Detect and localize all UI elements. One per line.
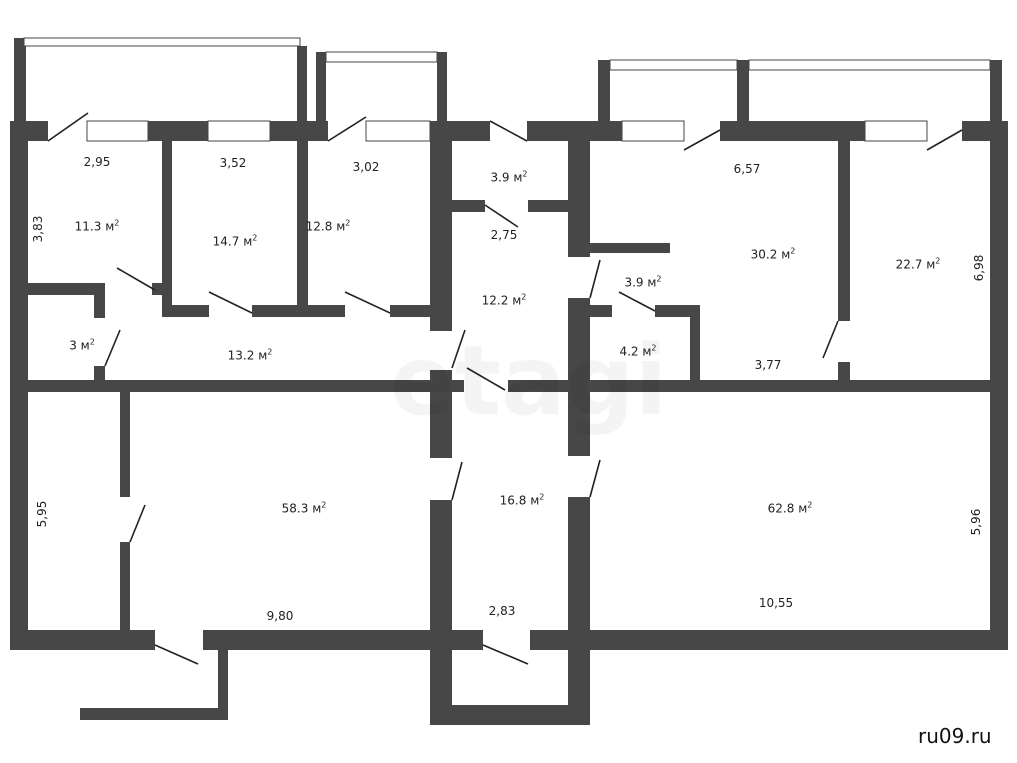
walls (10, 37, 1008, 725)
dimension: 2,83 (488, 604, 516, 618)
doors (47, 112, 963, 665)
dimension: 2,75 (490, 228, 518, 242)
site-watermark: ru09.ru (918, 724, 992, 748)
dimension: 3,83 (31, 215, 45, 243)
room-area: 3 м2 (69, 337, 95, 353)
room-area: 3.9 м2 (490, 169, 528, 185)
room-area: 62.8 м2 (767, 500, 813, 516)
dimension: 3,52 (219, 156, 247, 170)
room-area: 3.9 м2 (624, 274, 662, 290)
room-area: 16.8 м2 (499, 492, 545, 508)
dimension: 9,80 (266, 609, 294, 623)
room-area: 13.2 м2 (227, 347, 273, 363)
dimension: 6,57 (733, 162, 761, 176)
room-area: 12.2 м2 (481, 292, 527, 308)
room-area: 4.2 м2 (619, 343, 657, 359)
dimension: 3,77 (754, 358, 782, 372)
dimension: 5,95 (35, 500, 49, 528)
dimension: 6,98 (972, 254, 986, 282)
dimension: 10,55 (758, 596, 794, 610)
room-area: 22.7 м2 (895, 256, 941, 272)
room-area: 11.3 м2 (74, 218, 120, 234)
dimension: 2,95 (83, 155, 111, 169)
room-area: 58.3 м2 (281, 500, 327, 516)
room-area: 12.8 м2 (305, 218, 351, 234)
watermark: etagi (390, 325, 667, 437)
dimension: 3,02 (352, 160, 380, 174)
room-area: 30.2 м2 (750, 246, 796, 262)
room-area: 14.7 м2 (212, 233, 258, 249)
dimension: 5,96 (969, 508, 983, 536)
